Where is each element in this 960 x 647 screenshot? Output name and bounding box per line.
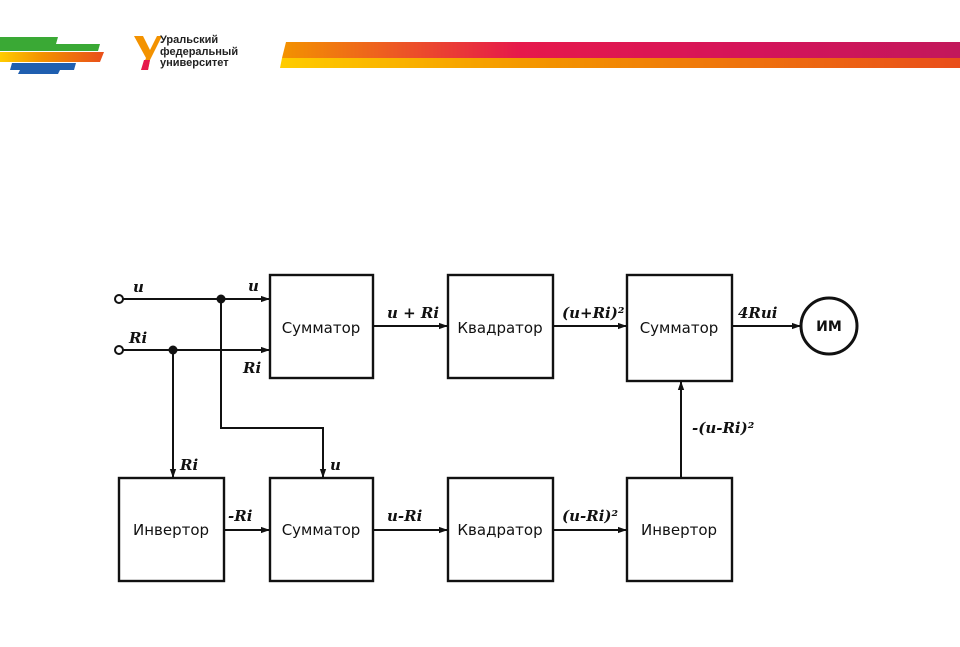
block-inv1: Инвертор <box>117 476 226 583</box>
sum1-in-u-label: u <box>248 277 259 295</box>
block-inv2: Инвертор <box>625 476 734 583</box>
logo-line-3: университет <box>160 57 229 69</box>
logo-line-2: федеральный <box>160 45 239 58</box>
block-sum3-label: Сумматор <box>640 319 719 337</box>
block-sq1-label: Квадратор <box>457 319 542 337</box>
block-inv1-label: Инвертор <box>133 521 209 539</box>
wire-u-branch <box>220 299 327 478</box>
block-sq2-label: Квадратор <box>457 521 542 539</box>
sum1-out-label: u + Ri <box>387 304 439 322</box>
sum2-in-u-label: u <box>330 456 341 474</box>
terminal-ri <box>114 345 124 355</box>
sum1-in-ri-label: Ri <box>242 359 261 377</box>
wires <box>122 295 801 534</box>
block-sum3: Сумматор <box>625 273 734 383</box>
sq1-out-label: (u+Ri)² <box>562 304 625 322</box>
logo-line-1: Уральский <box>160 34 219 46</box>
block-inv2-label: Инвертор <box>641 521 717 539</box>
sum3-out-label: 4Rui <box>738 304 778 322</box>
terminals <box>114 294 226 355</box>
university-logo-icon <box>134 36 162 70</box>
block-sum2: Сумматор <box>268 476 375 583</box>
signal-labels: u Ri u Ri u + Ri (u+Ri)² 4Rui Ri -Ri u u… <box>128 277 778 525</box>
sq2-out-label: (u-Ri)² <box>562 507 618 525</box>
header-banner <box>0 36 960 74</box>
block-sq1: Квадратор <box>446 273 555 380</box>
inv2-out-label: -(u-Ri)² <box>692 419 755 437</box>
block-im-label: ИМ <box>816 319 842 335</box>
sum2-out-label: u-Ri <box>387 507 423 525</box>
block-im: ИМ <box>799 296 859 356</box>
block-sum1: Сумматор <box>268 273 375 380</box>
left-stripes <box>0 37 104 74</box>
terminal-u <box>114 294 124 304</box>
junction-u <box>216 294 226 304</box>
input-u-label: u <box>133 278 144 296</box>
university-name: Уральский федеральный университет <box>160 34 239 70</box>
input-ri-label: Ri <box>128 329 147 347</box>
block-sum2-label: Сумматор <box>282 521 361 539</box>
right-stripe <box>280 42 960 68</box>
inv1-out-label: -Ri <box>228 507 253 525</box>
block-sum1-label: Сумматор <box>282 319 361 337</box>
inv1-in-label: Ri <box>179 456 198 474</box>
junction-ri <box>168 345 178 355</box>
block-sq2: Квадратор <box>446 476 555 583</box>
